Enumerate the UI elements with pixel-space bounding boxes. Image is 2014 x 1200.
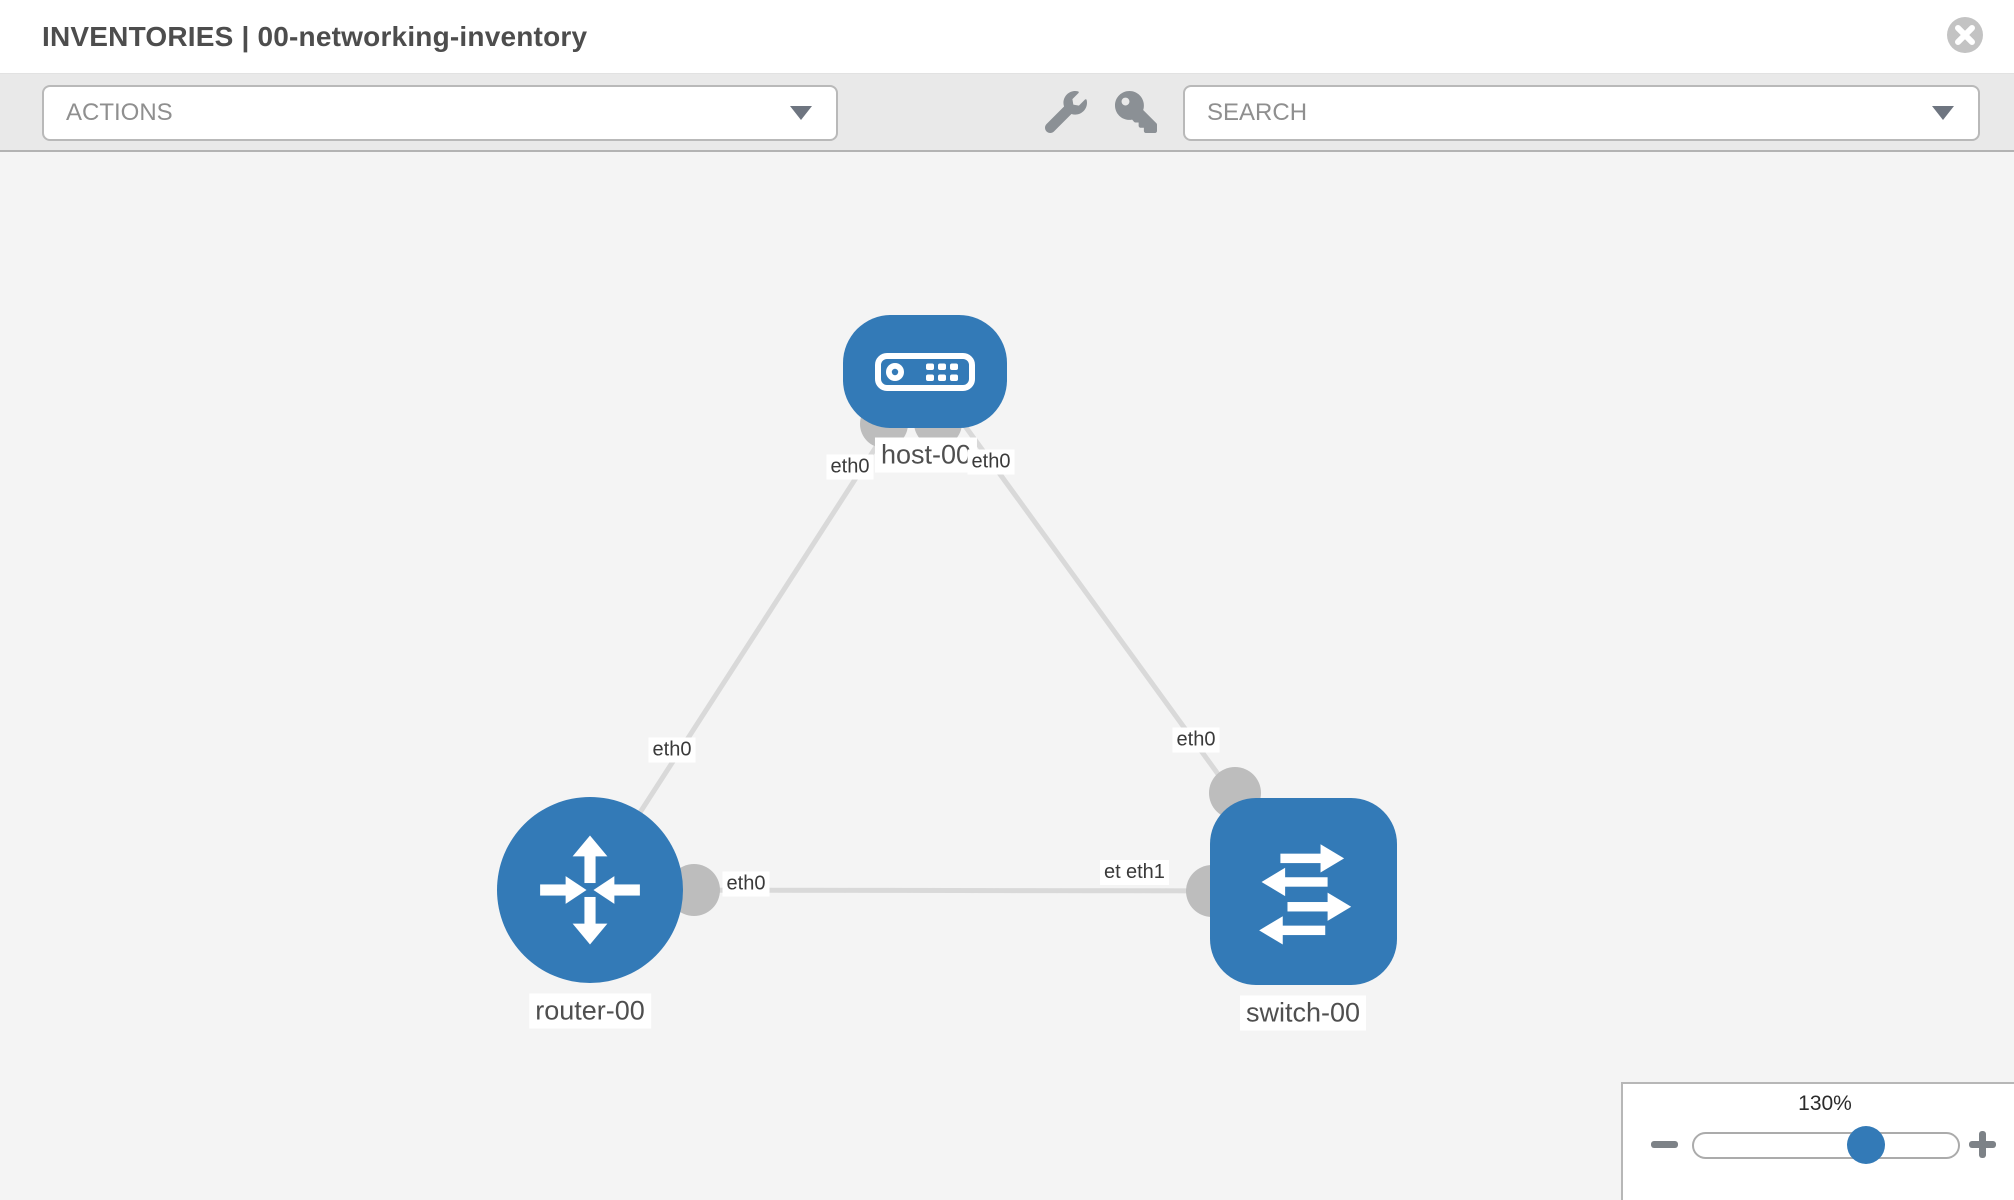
- chevron-down-icon: [790, 106, 812, 120]
- zoom-slider-track[interactable]: [1692, 1132, 1960, 1159]
- node-label-switch: switch-00: [1239, 995, 1367, 1031]
- zoom-slider-thumb[interactable]: [1847, 1126, 1885, 1164]
- node-router-00[interactable]: [497, 797, 683, 983]
- interface-label-host-to-router: eth0: [826, 454, 874, 480]
- router-arrows-icon: [540, 835, 640, 945]
- interface-label-router-to-host: eth0: [648, 737, 696, 763]
- search-dropdown[interactable]: [1183, 85, 1980, 141]
- topology-edges-layer: [587, 369, 1306, 917]
- zoom-out-minus-icon[interactable]: [1651, 1141, 1678, 1148]
- topology-canvas[interactable]: host-00 router-00 switch-00 eth0 eth0 et…: [0, 152, 2014, 1200]
- zoom-level-value: 130%: [1798, 1092, 1852, 1115]
- search-input[interactable]: [1185, 99, 1932, 127]
- interface-label-switch-to-host: eth0: [1172, 727, 1220, 753]
- node-label-host: host-00: [874, 437, 978, 473]
- interface-label-router-to-switch: eth0: [722, 871, 770, 897]
- interface-label-switch-to-router: eth1: [1122, 860, 1169, 885]
- interface-label-host-to-switch: eth0: [967, 449, 1015, 475]
- page-title: INVENTORIES | 00-networking-inventory: [42, 20, 588, 52]
- key-icon: [1115, 91, 1157, 133]
- zoom-in-plus-icon[interactable]: [1969, 1131, 1996, 1158]
- node-host-00[interactable]: [843, 315, 1007, 428]
- credentials-button[interactable]: [1115, 91, 1157, 133]
- close-button[interactable]: [1946, 16, 1984, 54]
- page-header: INVENTORIES | 00-networking-inventory: [0, 0, 2014, 74]
- actions-dropdown[interactable]: ACTIONS: [42, 85, 838, 141]
- host-server-icon: [875, 352, 975, 391]
- configure-button[interactable]: [1044, 91, 1087, 134]
- topology-toolbar: ACTIONS: [0, 74, 2014, 152]
- plus-vertical-bar: [1979, 1131, 1986, 1158]
- switch-arrows-icon: [1258, 843, 1351, 945]
- close-circle-icon: [1947, 17, 1983, 53]
- wrench-icon: [1044, 91, 1087, 134]
- node-label-router: router-00: [529, 993, 651, 1029]
- zoom-control-panel: 130%: [1621, 1082, 2014, 1200]
- node-switch-00[interactable]: [1210, 798, 1397, 985]
- actions-dropdown-label: ACTIONS: [66, 99, 173, 126]
- chevron-down-icon: [1932, 106, 1954, 120]
